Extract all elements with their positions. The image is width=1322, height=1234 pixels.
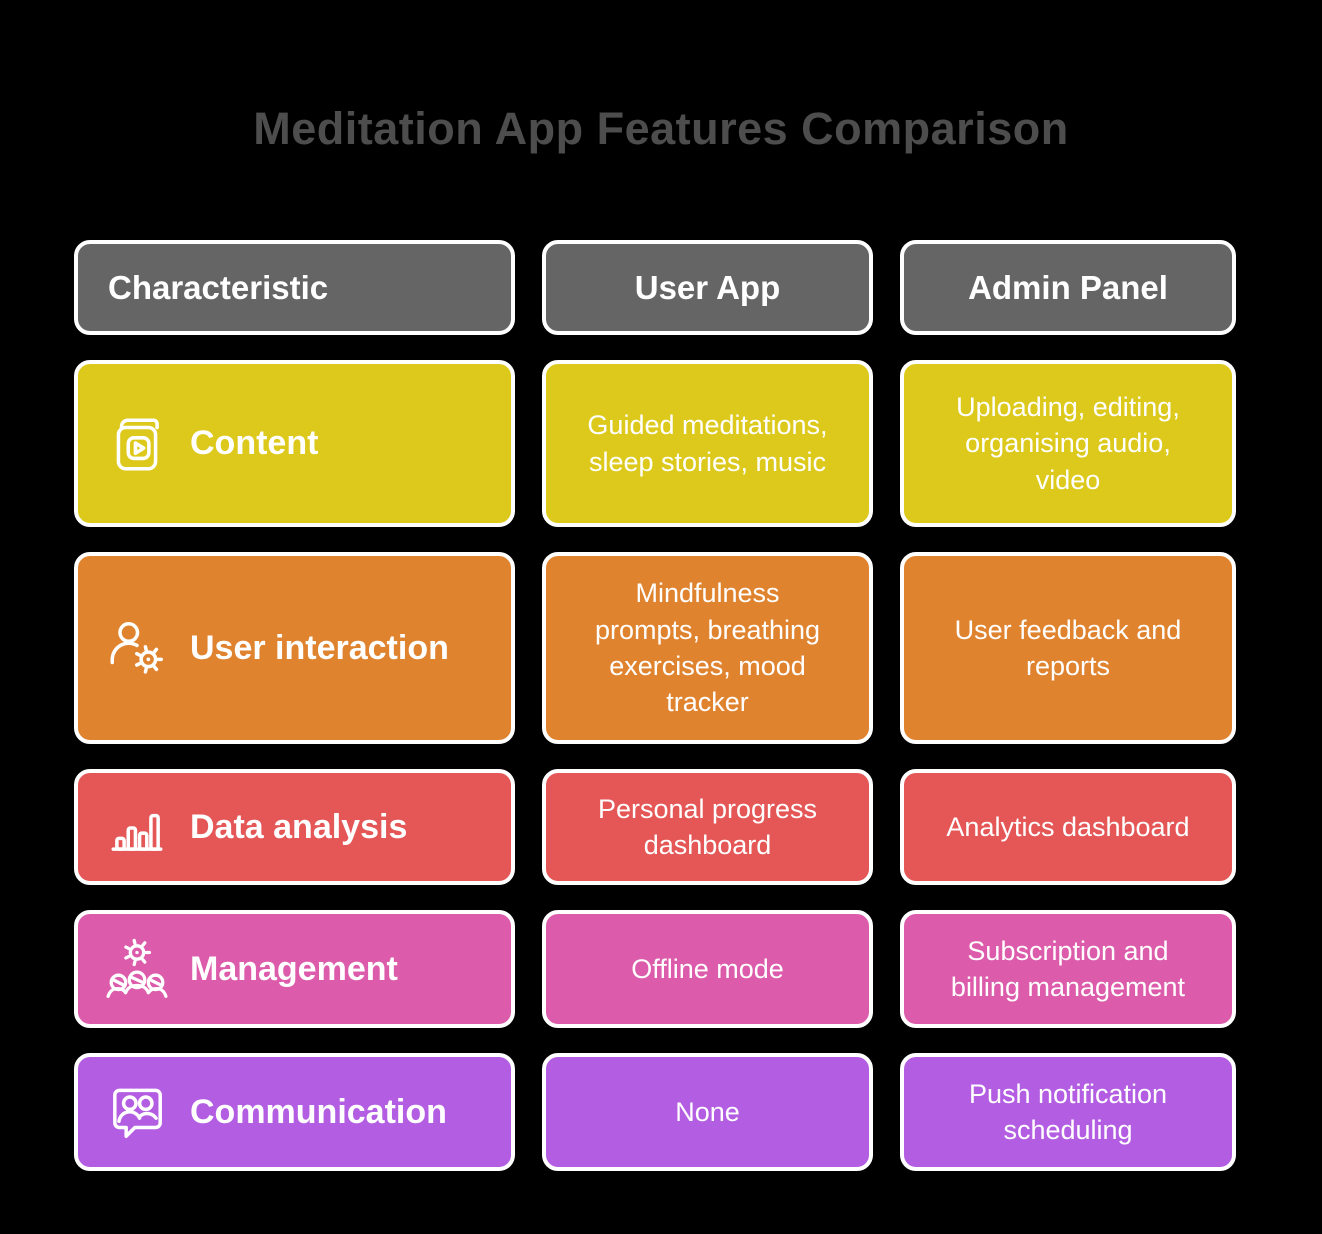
cell-data-analysis-user-app: Personal progress dashboard [542, 769, 873, 885]
page-title: Meditation App Features Comparison [253, 103, 1069, 154]
cell-text: Mindfulness prompts, breathing exercises… [594, 578, 821, 718]
cell-text: Subscription and billing management [950, 935, 1186, 1002]
row-label: Communication [190, 1092, 447, 1131]
row-label-communication: Communication [74, 1053, 515, 1171]
cell-text: Offline mode [631, 953, 784, 984]
cell-text: Uploading, editing, organising audio, vi… [956, 391, 1180, 495]
book-play-icon [104, 411, 170, 477]
row-label-user-interaction: User interaction [74, 552, 515, 744]
cell-text: Push notification scheduling [968, 1078, 1168, 1145]
column-header-label: Characteristic [108, 268, 329, 306]
cell-user-interaction-admin-panel: User feedback and reports [900, 552, 1236, 744]
column-header-label: User App [634, 268, 781, 306]
row-label-data-analysis: Data analysis [74, 769, 515, 885]
cell-text: User feedback and reports [954, 614, 1182, 681]
chat-users-icon [104, 1079, 170, 1145]
column-header-user-app: User App [542, 240, 873, 335]
cell-content-admin-panel: Uploading, editing, organising audio, vi… [900, 360, 1236, 527]
user-gear-icon [104, 615, 170, 681]
cell-management-user-app: Offline mode [542, 910, 873, 1028]
bar-chart-icon [104, 794, 170, 860]
cell-text: Personal progress dashboard [597, 793, 818, 860]
column-header-label: Admin Panel [968, 268, 1168, 306]
column-header-admin-panel: Admin Panel [900, 240, 1236, 335]
row-label: Data analysis [190, 807, 408, 846]
column-header-characteristic: Characteristic [74, 240, 515, 335]
cell-text: Analytics dashboard [946, 811, 1190, 842]
cell-text: None [675, 1096, 740, 1127]
row-label: Content [190, 424, 319, 462]
cell-communication-admin-panel: Push notification scheduling [900, 1053, 1236, 1171]
row-label: User interaction [190, 628, 449, 667]
cell-text: Guided meditations, sleep stories, music [587, 410, 828, 477]
cell-communication-user-app: None [542, 1053, 873, 1171]
cell-user-interaction-user-app: Mindfulness prompts, breathing exercises… [542, 552, 873, 744]
cell-management-admin-panel: Subscription and billing management [900, 910, 1236, 1028]
row-label-management: Management [74, 910, 515, 1028]
cell-content-user-app: Guided meditations, sleep stories, music [542, 360, 873, 527]
comparison-table: Characteristic User App Admin Panel Cont… [74, 240, 1236, 1171]
row-label-content: Content [74, 360, 515, 527]
row-label: Management [190, 949, 398, 988]
team-gear-icon [104, 936, 170, 1002]
cell-data-analysis-admin-panel: Analytics dashboard [900, 769, 1236, 885]
